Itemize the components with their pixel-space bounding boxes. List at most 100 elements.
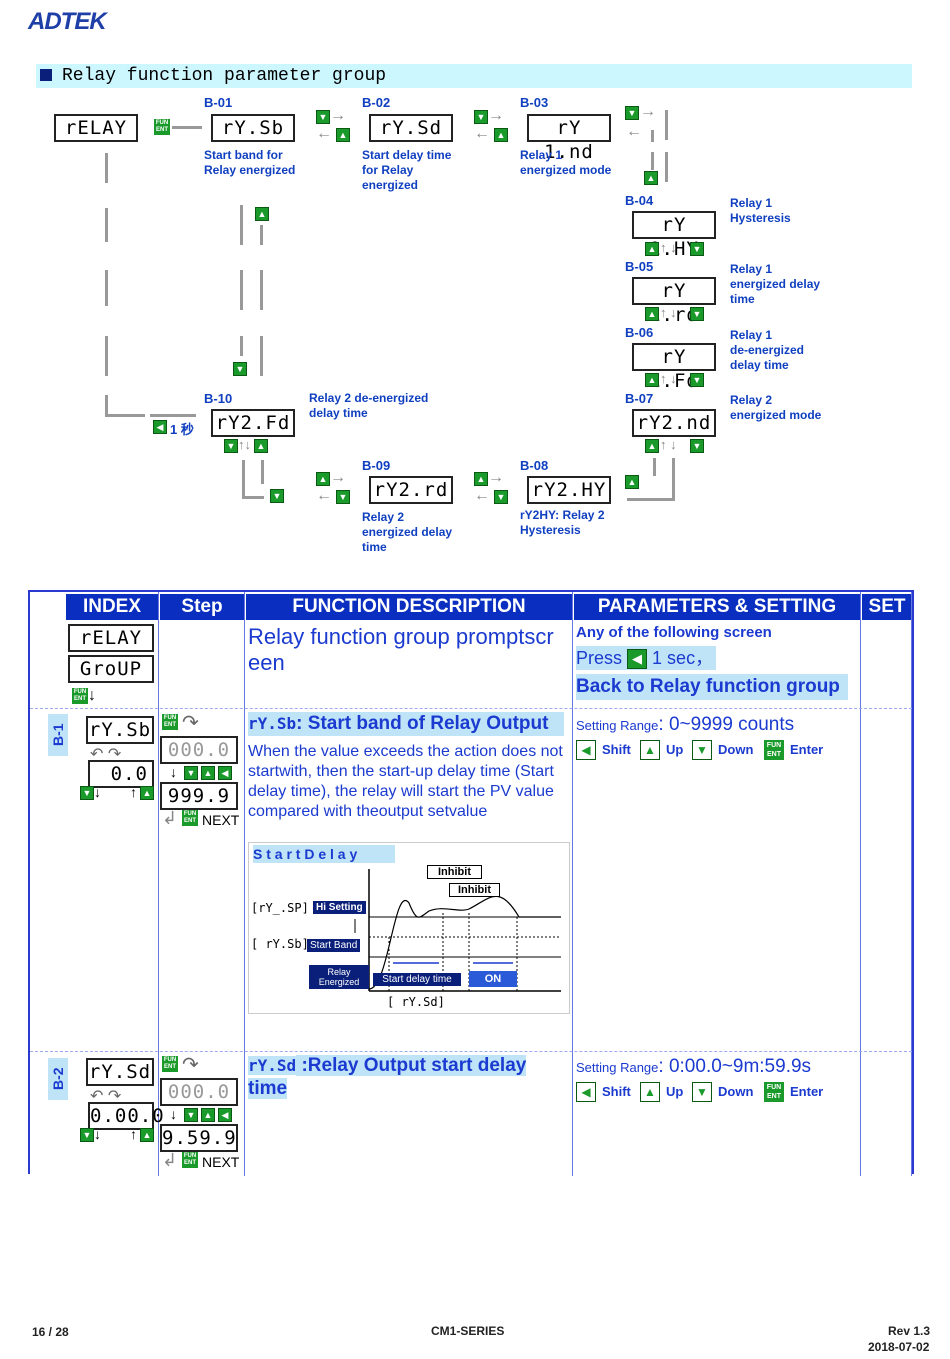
- down-key-icon: ▼: [692, 740, 712, 760]
- left-key-icon: ◀: [627, 649, 648, 670]
- flow-connector: [105, 395, 108, 417]
- code-b03: B-03: [520, 95, 549, 110]
- code-b04: B-04: [625, 193, 654, 208]
- up-key-icon: ▲: [645, 439, 659, 453]
- diagram-title: S t a r t D e l a y: [253, 845, 395, 863]
- arrow-right-icon: →: [488, 107, 504, 124]
- flow-connector: [105, 414, 145, 417]
- down-key-icon: ▼: [270, 489, 284, 503]
- down-key-icon: ▼: [692, 1082, 712, 1102]
- flow-connector: [672, 458, 675, 500]
- up-key-icon: ▲: [640, 1082, 660, 1102]
- arrow-turn-icon: ↷: [182, 1054, 199, 1076]
- page-number: 16 / 28: [32, 1325, 69, 1339]
- code-b05: B-05: [625, 259, 654, 274]
- row0-description: Relay function group promptscr een: [248, 624, 554, 675]
- row1-range: Setting Range: 0~9999 counts: [576, 714, 794, 736]
- start-band-badge: Start Band: [307, 939, 361, 952]
- press-text: Press: [576, 648, 623, 668]
- arrow-up-down-icon: ↑↓: [238, 437, 251, 452]
- side-label-b2: B-2: [48, 1058, 68, 1100]
- left-key-icon: ◀: [153, 420, 167, 434]
- parameter-table: INDEX Step FUNCTION DESCRIPTION PARAMETE…: [28, 590, 914, 1176]
- desc-b06: Relay 1 de-energized delay time: [730, 328, 805, 372]
- sd-label: [ rY.Sd]: [387, 995, 445, 1009]
- lcd-relay-start: rELAY: [54, 114, 138, 142]
- section-bar: [36, 64, 912, 88]
- flow-connector: [651, 130, 654, 142]
- flow-connector: [242, 460, 245, 498]
- column-divider: [244, 592, 245, 1176]
- up-key-icon: ▲: [255, 207, 269, 221]
- date: 2018-07-02: [868, 1340, 930, 1354]
- flow-connector: [651, 152, 654, 170]
- up-key-icon: ▲: [645, 373, 659, 387]
- code-b07: B-07: [625, 391, 654, 406]
- side-label-b1: B-1: [48, 714, 68, 756]
- arrow-left-icon: ←: [626, 123, 642, 140]
- left-key-icon: ◀: [218, 766, 232, 780]
- up-key-icon: ▲: [644, 171, 658, 185]
- lcd-b01: rY.Sb: [211, 114, 295, 142]
- up-key-icon: ▲: [254, 439, 268, 453]
- arrow-down-icon: ↓: [94, 1126, 101, 1142]
- sp-label: [rY_.SP]: [251, 901, 309, 915]
- up-key-icon: ▲: [316, 472, 330, 486]
- lcd-b05: rY 1.rd: [632, 277, 716, 326]
- row2-title-code: rY.Sd: [248, 1056, 297, 1075]
- down-key-icon: ▼: [474, 110, 488, 124]
- arrow-right-icon: →: [488, 469, 504, 486]
- flow-connector: [105, 208, 108, 242]
- row1-body: When the value exceeds the action does n…: [248, 743, 563, 820]
- lcd-b03: rY 1.nd: [527, 114, 611, 163]
- flow-connector: [172, 126, 202, 129]
- adtek-logo: ADTEK: [28, 8, 107, 35]
- row1-title-code: rY.Sb: [248, 714, 297, 733]
- flow-connector: [105, 270, 108, 306]
- code-b08: B-08: [520, 458, 549, 473]
- flow-connector: [240, 270, 243, 310]
- flow-connector: [150, 414, 196, 417]
- section-title: Relay function parameter group: [62, 66, 387, 86]
- down-key-icon: ▼: [80, 786, 94, 800]
- range-label: Setting Range: [576, 1060, 659, 1075]
- lcd-rysb-value: 0.0: [88, 760, 154, 788]
- flow-connector: [260, 225, 263, 245]
- column-divider: [158, 592, 159, 1176]
- flow-connector: [261, 460, 264, 484]
- down-key-icon: ▼: [494, 490, 508, 504]
- row-divider: [30, 708, 912, 709]
- enter-label: Enter: [790, 742, 824, 757]
- down-label: Down: [718, 1084, 754, 1099]
- flow-connector: [240, 205, 243, 245]
- down-key-icon: ▼: [80, 1128, 94, 1142]
- code-b01: B-01: [204, 95, 233, 110]
- flow-connector: [240, 336, 243, 356]
- up-key-icon: ▲: [474, 472, 488, 486]
- lcd-rysd: rY.Sd: [86, 1058, 154, 1086]
- flow-connector: [260, 270, 263, 310]
- lcd-step-min: 000.0: [160, 1078, 238, 1106]
- column-divider: [911, 592, 912, 1176]
- next-label: NEXT: [202, 1154, 240, 1170]
- down-key-icon: ▼: [233, 362, 247, 376]
- on-badge: ON: [469, 971, 517, 987]
- row1-title: rY.Sb: Start band of Relay Output: [248, 712, 564, 736]
- header-step: Step: [160, 594, 244, 620]
- lcd-b09: rY2.rd: [369, 476, 453, 504]
- range-label: Setting Range: [576, 718, 659, 733]
- lcd-b02: rY.Sd: [369, 114, 453, 142]
- param-title: Any of the following screen: [576, 624, 772, 641]
- lcd-step-max: 9.59.9: [160, 1124, 238, 1152]
- arrow-right-icon: →: [330, 469, 346, 486]
- shift-key-icon: ◀: [576, 740, 596, 760]
- diagram-svg: [354, 869, 561, 992]
- down-key-icon: ▼: [690, 439, 704, 453]
- lcd-rysd-value: 0.00.0: [88, 1102, 164, 1130]
